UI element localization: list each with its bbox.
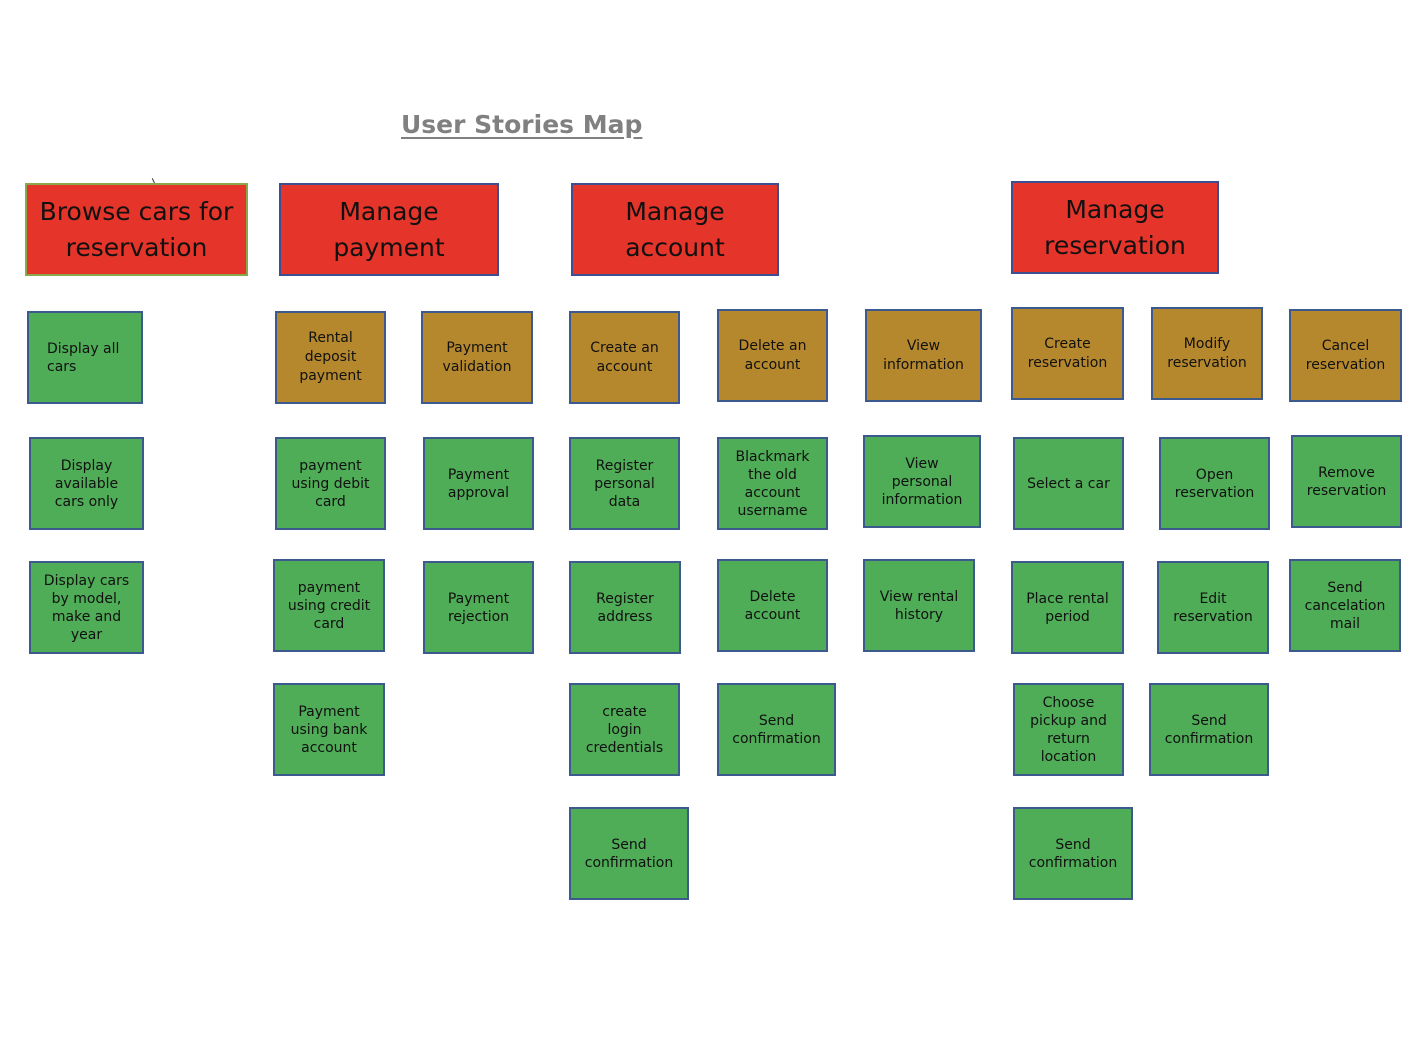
story-create-login-credentials: create login credentials [569,683,680,776]
story-modify-send-confirmation: Send confirmation [1149,683,1269,776]
story-view-rental-history: View rental history [863,559,975,652]
feature-create-account: Create an account [569,311,680,404]
story-remove-reservation: Remove reservation [1291,435,1402,528]
story-account-send-confirmation: Send confirmation [569,807,689,900]
story-register-personal-data: Register personal data [569,437,680,530]
epic-manage-reservation: Manage reservation [1011,181,1219,274]
story-edit-reservation: Edit reservation [1157,561,1269,654]
feature-cancel-reservation: Cancel reservation [1289,309,1402,402]
feature-payment-validation: Payment validation [421,311,533,404]
story-blackmark-username: Blackmark the old account username [717,437,828,530]
story-payment-rejection: Payment rejection [423,561,534,654]
story-delete-send-confirmation: Send confirmation [717,683,836,776]
feature-rental-deposit-payment: Rental deposit payment [275,311,386,404]
story-payment-credit-card: payment using credit card [273,559,385,652]
epic-manage-payment: Manage payment [279,183,499,276]
story-open-reservation: Open reservation [1159,437,1270,530]
page-title: User Stories Map [401,110,643,139]
feature-delete-account: Delete an account [717,309,828,402]
story-place-rental-period: Place rental period [1011,561,1124,654]
story-select-car: Select a car [1013,437,1124,530]
story-payment-approval: Payment approval [423,437,534,530]
story-send-cancelation-mail: Send cancelation mail [1289,559,1401,652]
story-payment-debit-card: payment using debit card [275,437,386,530]
story-choose-pickup-return: Choose pickup and return location [1013,683,1124,776]
story-delete-account: Delete account [717,559,828,652]
feature-modify-reservation: Modify reservation [1151,307,1263,400]
story-display-all-cars: Display all cars [27,311,143,404]
epic-manage-account: Manage account [571,183,779,276]
story-view-personal-information: View personal information [863,435,981,528]
story-reservation-send-confirmation: Send confirmation [1013,807,1133,900]
story-display-cars-by-model: Display cars by model, make and year [29,561,144,654]
feature-create-reservation: Create reservation [1011,307,1124,400]
epic-browse-cars: Browse cars for reservation [25,183,248,276]
story-payment-bank-account: Payment using bank account [273,683,385,776]
story-register-address: Register address [569,561,681,654]
story-display-available-cars: Display available cars only [29,437,144,530]
feature-view-information: View information [865,309,982,402]
